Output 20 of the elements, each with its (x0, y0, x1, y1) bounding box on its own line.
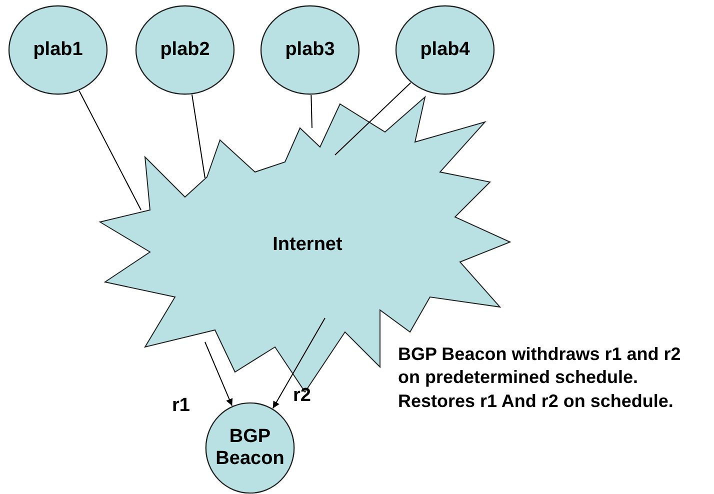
note-text: BGP Beacon withdraws r1 and r2 on predetermined schedule. Restores r1 And r2 on schedule. (398, 343, 682, 413)
node-circle (260, 5, 360, 95)
connector-line (78, 90, 142, 210)
edge-label: r1 (172, 395, 190, 417)
connector-line (191, 94, 206, 178)
node-circle (395, 5, 495, 95)
node-circle (135, 5, 235, 95)
arrow (272, 318, 326, 409)
edge-label: r2 (293, 385, 311, 407)
connector-line (310, 94, 312, 128)
connector-line (334, 82, 412, 156)
node-circle (8, 5, 108, 95)
node-label: Internet (272, 234, 344, 256)
arrow (204, 342, 233, 406)
node-label: plab4 (419, 39, 471, 61)
node-label: BGP Beacon (214, 426, 286, 470)
node-label: plab2 (159, 39, 211, 61)
node-label: plab3 (284, 39, 336, 61)
node-circle (205, 402, 295, 494)
node-label: plab1 (32, 39, 84, 61)
